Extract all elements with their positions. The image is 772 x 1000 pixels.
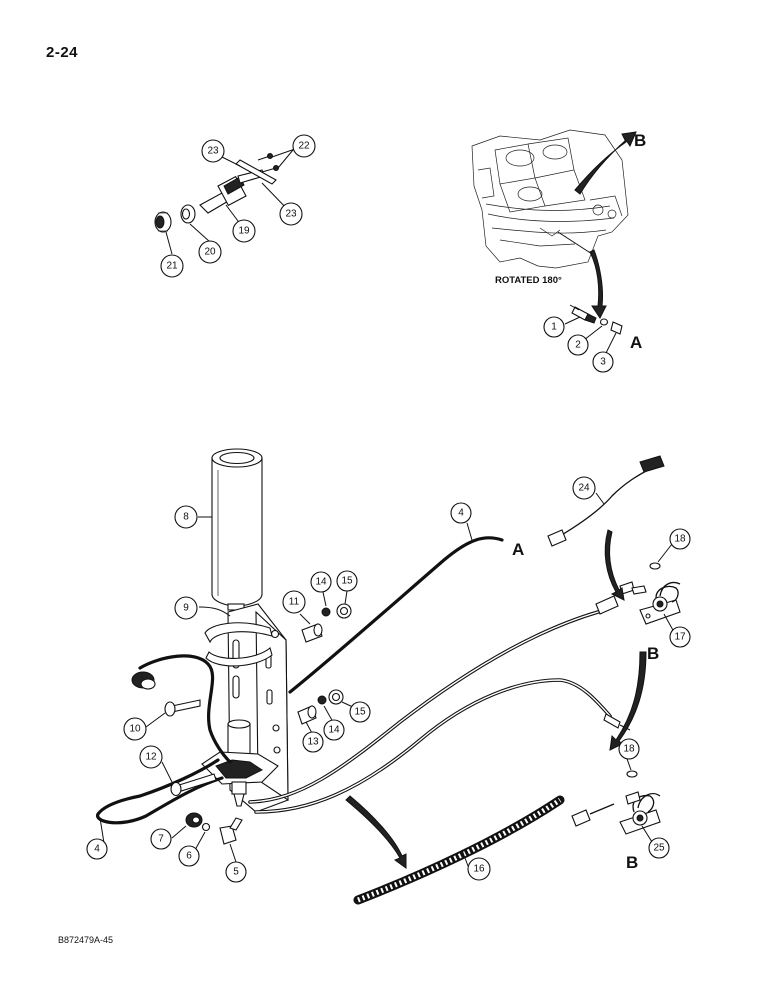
- reference-letters: B A A B B: [512, 131, 659, 872]
- temperature-switch-25: [571, 755, 661, 843]
- callout-5: 5: [225, 861, 247, 883]
- ether-bottle-8: [198, 448, 263, 611]
- callout-4-right: 4: [450, 502, 472, 524]
- svg-text:20: 20: [204, 247, 216, 258]
- hex-nut-20: [180, 204, 196, 224]
- spacer-nut-set-lower: [297, 689, 356, 736]
- callout-25: 25: [648, 837, 670, 859]
- temperature-switch-17: [631, 543, 681, 633]
- callout-3: 3: [592, 351, 614, 373]
- callout-23-lower: 23: [279, 202, 303, 226]
- callout-23-upper: 23: [201, 139, 225, 163]
- callout-16: 16: [467, 857, 491, 881]
- svg-text:14: 14: [328, 725, 340, 736]
- ref-b-17: B: [647, 644, 659, 663]
- callout-13: 13: [302, 731, 324, 753]
- callout-12: 12: [139, 745, 163, 769]
- bolt-10: [145, 699, 201, 728]
- callout-8: 8: [174, 505, 198, 529]
- svg-text:23: 23: [285, 209, 297, 220]
- wire-conduit-16: [353, 795, 565, 905]
- svg-text:18: 18: [623, 744, 635, 755]
- svg-text:14: 14: [315, 577, 327, 588]
- svg-text:25: 25: [653, 843, 665, 854]
- engine-view: ROTATED 180°: [471, 129, 637, 319]
- callout-24: 24: [572, 476, 596, 500]
- svg-text:12: 12: [145, 752, 157, 763]
- svg-text:4: 4: [94, 844, 100, 855]
- svg-text:24: 24: [578, 483, 590, 494]
- callout-20: 20: [198, 240, 222, 264]
- svg-text:17: 17: [674, 632, 686, 643]
- page-number: 2-24: [46, 44, 79, 61]
- svg-text:7: 7: [158, 834, 164, 845]
- callout-22: 22: [292, 134, 316, 158]
- sensor-parts-1-3: [564, 304, 623, 358]
- wire-24: [547, 455, 665, 547]
- callout-14-lower: 14: [323, 719, 345, 741]
- callout-arrows: [345, 529, 647, 869]
- svg-text:18: 18: [674, 534, 686, 545]
- svg-text:15: 15: [354, 707, 366, 718]
- callout-2: 2: [567, 334, 589, 356]
- svg-text:4: 4: [458, 508, 464, 519]
- svg-text:23: 23: [207, 146, 219, 157]
- callout-15-lower: 15: [349, 701, 371, 723]
- svg-text:1: 1: [551, 322, 557, 333]
- harness-wires: [248, 581, 635, 814]
- rotated-label: ROTATED 180°: [495, 275, 562, 286]
- ref-b-25: B: [626, 853, 638, 872]
- svg-text:8: 8: [183, 512, 189, 523]
- callout-10: 10: [123, 717, 147, 741]
- callout-18-upper: 18: [669, 528, 691, 550]
- callout-7: 7: [150, 828, 172, 850]
- svg-text:9: 9: [183, 603, 189, 614]
- ref-a-tube: A: [512, 540, 524, 559]
- callout-9: 9: [174, 596, 198, 620]
- callout-19: 19: [232, 219, 256, 243]
- svg-text:10: 10: [129, 724, 141, 735]
- callout-1: 1: [543, 316, 565, 338]
- svg-text:16: 16: [473, 864, 485, 875]
- callout-14-upper: 14: [310, 571, 332, 593]
- valve-body: [201, 719, 279, 807]
- knurled-nut-21: [154, 211, 172, 233]
- callout-11: 11: [282, 590, 306, 614]
- fittings-5-6-7: [171, 812, 243, 863]
- svg-text:15: 15: [341, 576, 353, 587]
- callout-4-left: 4: [86, 838, 108, 860]
- svg-text:13: 13: [307, 737, 319, 748]
- figure-id: B872479A-45: [58, 935, 114, 945]
- switch-body-19: [199, 159, 277, 214]
- svg-text:22: 22: [298, 141, 310, 152]
- ref-a-top: A: [630, 333, 642, 352]
- svg-text:11: 11: [289, 597, 300, 608]
- solenoid-wire: [131, 654, 232, 764]
- spacer-nut-set-upper: [299, 590, 352, 643]
- svg-text:2: 2: [575, 340, 581, 351]
- switch-assembly: [154, 148, 296, 255]
- svg-text:19: 19: [238, 226, 250, 237]
- svg-text:6: 6: [186, 851, 192, 862]
- callout-6: 6: [178, 845, 200, 867]
- bolt-12: [161, 761, 217, 797]
- callout-17: 17: [669, 626, 691, 648]
- tube-4-left: [96, 758, 224, 844]
- svg-text:5: 5: [233, 867, 239, 878]
- ref-b-top: B: [634, 131, 646, 150]
- callout-21: 21: [160, 254, 184, 278]
- tube-4-right: [288, 522, 504, 694]
- callout-18-lower: 18: [618, 738, 640, 760]
- svg-text:3: 3: [600, 357, 606, 368]
- callout-15-upper: 15: [336, 570, 358, 592]
- svg-text:21: 21: [166, 261, 178, 272]
